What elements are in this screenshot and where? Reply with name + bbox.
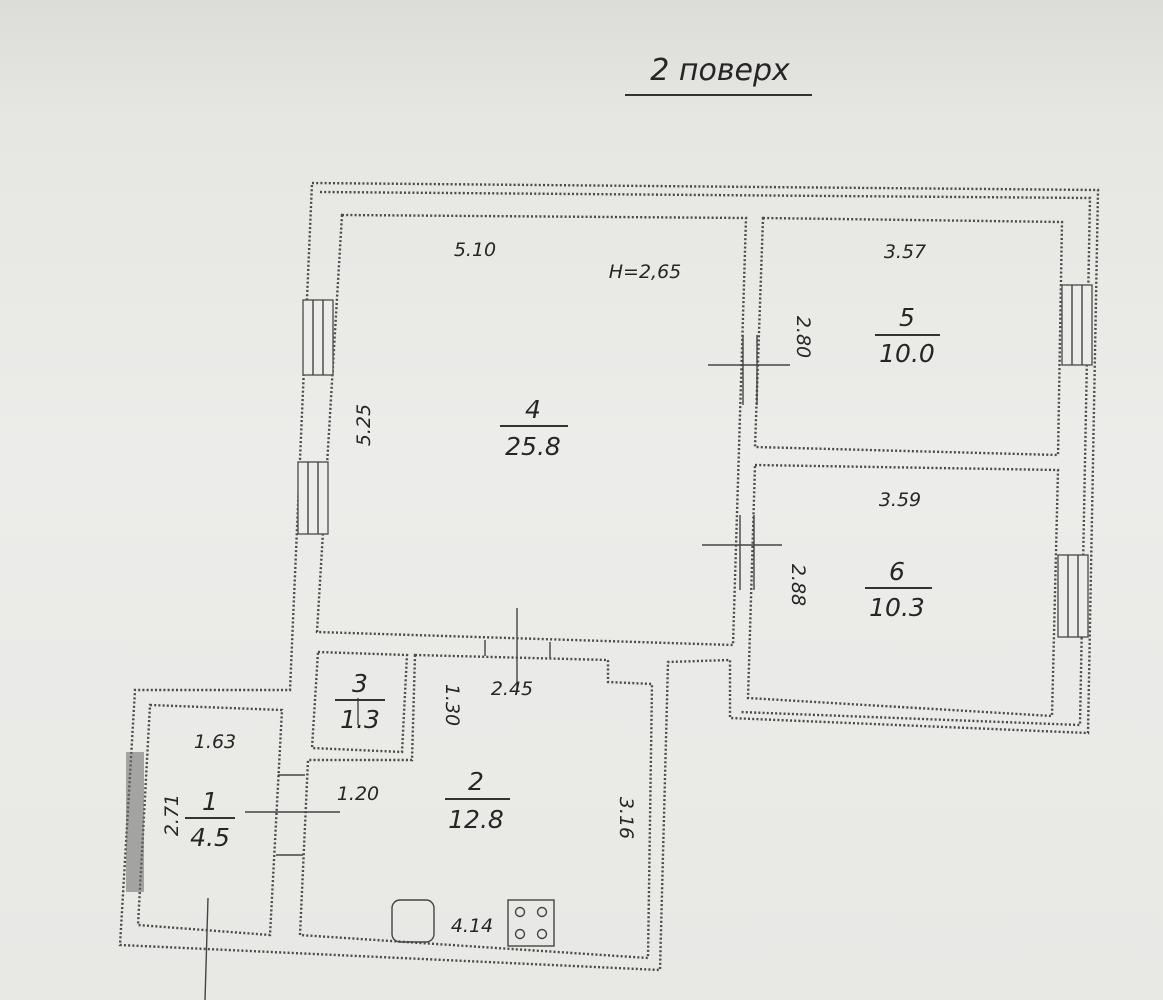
room-2-number: 2 bbox=[468, 767, 484, 796]
room-6-area: 10.3 bbox=[869, 593, 925, 622]
room-1-area: 4.5 bbox=[190, 823, 230, 852]
ceiling-height: Н=2,65 bbox=[609, 261, 682, 283]
room-4-depth: 5.25 bbox=[353, 404, 375, 446]
sink bbox=[391, 899, 435, 943]
room-1-number: 1 bbox=[202, 787, 218, 816]
room-6-depth: 2.88 bbox=[787, 564, 809, 606]
outer-wall bbox=[118, 181, 1100, 972]
stove bbox=[507, 899, 555, 947]
window bbox=[1057, 554, 1089, 638]
room-4-width: 5.10 bbox=[454, 239, 496, 261]
room-2-height-label: 1.30 bbox=[441, 684, 463, 726]
room-5-depth: 2.80 bbox=[792, 316, 814, 358]
room-5-area: 10.0 bbox=[879, 339, 935, 368]
room-1-depth: 2.71 bbox=[161, 794, 183, 836]
window bbox=[126, 752, 144, 892]
window bbox=[297, 461, 329, 535]
room-2-area: 12.8 bbox=[448, 805, 504, 834]
room-5-number: 5 bbox=[899, 303, 915, 332]
room-2-bottom-width: 4.14 bbox=[451, 915, 493, 937]
room-2-wall-segment: 1.20 bbox=[337, 783, 379, 805]
window bbox=[302, 299, 334, 376]
room-2-depth: 3.16 bbox=[615, 797, 637, 839]
room-1-width: 1.63 bbox=[194, 731, 236, 753]
room-3-number: 3 bbox=[352, 669, 368, 698]
room-6-outline bbox=[746, 463, 1060, 718]
room-6-width: 3.59 bbox=[879, 489, 921, 511]
room-4-number: 4 bbox=[525, 395, 541, 424]
room-3-area: 1.3 bbox=[340, 705, 380, 734]
room-5-width: 3.57 bbox=[884, 241, 926, 263]
room-4-outline bbox=[315, 213, 748, 647]
window bbox=[1061, 284, 1093, 366]
room-3-outline bbox=[310, 650, 409, 754]
room-2-outline bbox=[298, 653, 654, 960]
floor-title: 2 поверх bbox=[650, 53, 790, 88]
outer-wall-inner bbox=[319, 190, 1092, 727]
room-2-width: 2.45 bbox=[491, 678, 533, 700]
room-6-number: 6 bbox=[889, 557, 905, 586]
room-4-area: 25.8 bbox=[505, 432, 561, 461]
